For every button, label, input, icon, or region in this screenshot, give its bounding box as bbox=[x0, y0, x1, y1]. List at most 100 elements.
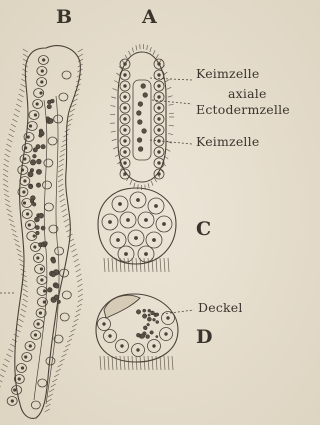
nucleus bbox=[158, 173, 161, 176]
germ-cell bbox=[138, 102, 143, 107]
nucleus bbox=[124, 74, 127, 77]
germ-cell bbox=[33, 154, 37, 158]
germ-cell bbox=[140, 334, 144, 338]
nucleus bbox=[124, 151, 127, 154]
germ-cell bbox=[30, 160, 35, 165]
nucleus bbox=[158, 151, 161, 154]
nucleus bbox=[23, 191, 25, 193]
nucleus bbox=[40, 92, 42, 94]
nucleus bbox=[124, 140, 127, 143]
germ-cell bbox=[50, 99, 54, 103]
nucleus bbox=[34, 246, 36, 248]
germ-cell bbox=[138, 147, 143, 152]
annotation-ectodermzelle: Ectodermzelle bbox=[196, 104, 290, 117]
nucleus bbox=[135, 237, 138, 240]
nucleus bbox=[124, 63, 127, 66]
nucleus bbox=[124, 173, 127, 176]
nucleus bbox=[41, 279, 43, 281]
nucleus bbox=[158, 107, 161, 110]
nucleus bbox=[153, 239, 156, 242]
germ-cell bbox=[153, 318, 156, 321]
germ-cell bbox=[155, 313, 158, 316]
germ-cell bbox=[41, 145, 45, 149]
nucleus bbox=[158, 96, 161, 99]
germ-cell bbox=[48, 288, 53, 293]
nucleus bbox=[124, 118, 127, 121]
nucleus bbox=[124, 129, 127, 132]
nucleus bbox=[158, 63, 161, 66]
panel-label-c: C bbox=[196, 220, 211, 239]
nucleus bbox=[27, 136, 29, 138]
nucleus bbox=[158, 74, 161, 77]
nucleus bbox=[137, 349, 140, 352]
germ-cell bbox=[41, 226, 45, 230]
germ-cell bbox=[156, 321, 159, 324]
germ-cell bbox=[29, 185, 33, 189]
nucleus bbox=[117, 239, 120, 242]
nucleus bbox=[26, 213, 28, 215]
germ-cell bbox=[36, 231, 39, 234]
germ-cell bbox=[34, 217, 39, 222]
nucleus bbox=[119, 203, 122, 206]
nucleus bbox=[23, 202, 25, 204]
germ-cell bbox=[150, 331, 154, 335]
nucleus bbox=[39, 312, 41, 314]
nucleus bbox=[109, 221, 112, 224]
germ-cell bbox=[39, 134, 42, 137]
nucleus bbox=[165, 333, 168, 336]
nucleus bbox=[37, 257, 39, 259]
nucleus bbox=[145, 253, 148, 256]
nucleus bbox=[21, 169, 23, 171]
nucleus bbox=[41, 81, 43, 83]
germ-cell bbox=[32, 203, 36, 207]
nucleus bbox=[29, 345, 31, 347]
germ-cell bbox=[142, 129, 147, 134]
nucleus bbox=[124, 107, 127, 110]
germ-cell bbox=[57, 300, 60, 303]
nucleus bbox=[34, 334, 36, 336]
nucleus bbox=[124, 162, 127, 165]
nucleus bbox=[42, 59, 44, 61]
panel-label-a: A bbox=[142, 8, 157, 27]
nucleus bbox=[24, 147, 26, 149]
nucleus bbox=[163, 223, 166, 226]
germ-cell bbox=[143, 326, 147, 330]
germ-cell bbox=[156, 335, 158, 337]
annotation-axiale: axiale bbox=[228, 88, 267, 101]
germ-cell bbox=[143, 93, 148, 98]
germ-cell bbox=[148, 314, 150, 316]
germ-cell bbox=[148, 309, 151, 312]
germ-cell bbox=[33, 148, 37, 152]
germ-cell bbox=[141, 84, 146, 89]
germ-cell bbox=[143, 309, 146, 312]
nucleus bbox=[18, 378, 20, 380]
nucleus bbox=[158, 129, 161, 132]
nucleus bbox=[29, 125, 31, 127]
nucleus bbox=[167, 317, 170, 320]
nucleus bbox=[155, 205, 158, 208]
nucleus bbox=[21, 367, 23, 369]
germ-cell bbox=[36, 169, 41, 174]
nucleus bbox=[14, 389, 16, 391]
nucleus bbox=[124, 96, 127, 99]
nucleus bbox=[158, 162, 161, 165]
nucleus bbox=[33, 235, 35, 237]
germ-cell bbox=[54, 295, 59, 300]
nucleus bbox=[145, 219, 148, 222]
germ-cell bbox=[51, 273, 55, 277]
nucleus bbox=[137, 199, 140, 202]
nucleus bbox=[41, 70, 43, 72]
nucleus bbox=[25, 356, 27, 358]
panel-label-d: D bbox=[196, 328, 212, 347]
germ-cell bbox=[137, 111, 142, 116]
germ-cell bbox=[55, 284, 59, 288]
germ-cell bbox=[36, 159, 41, 164]
nucleus bbox=[121, 345, 124, 348]
annotation-keimzelle-bottom: Keimzelle bbox=[196, 136, 259, 149]
germ-cell bbox=[147, 317, 151, 321]
germ-cell bbox=[146, 335, 150, 339]
nucleus bbox=[109, 335, 112, 338]
nucleus bbox=[28, 224, 30, 226]
nucleus bbox=[34, 114, 36, 116]
